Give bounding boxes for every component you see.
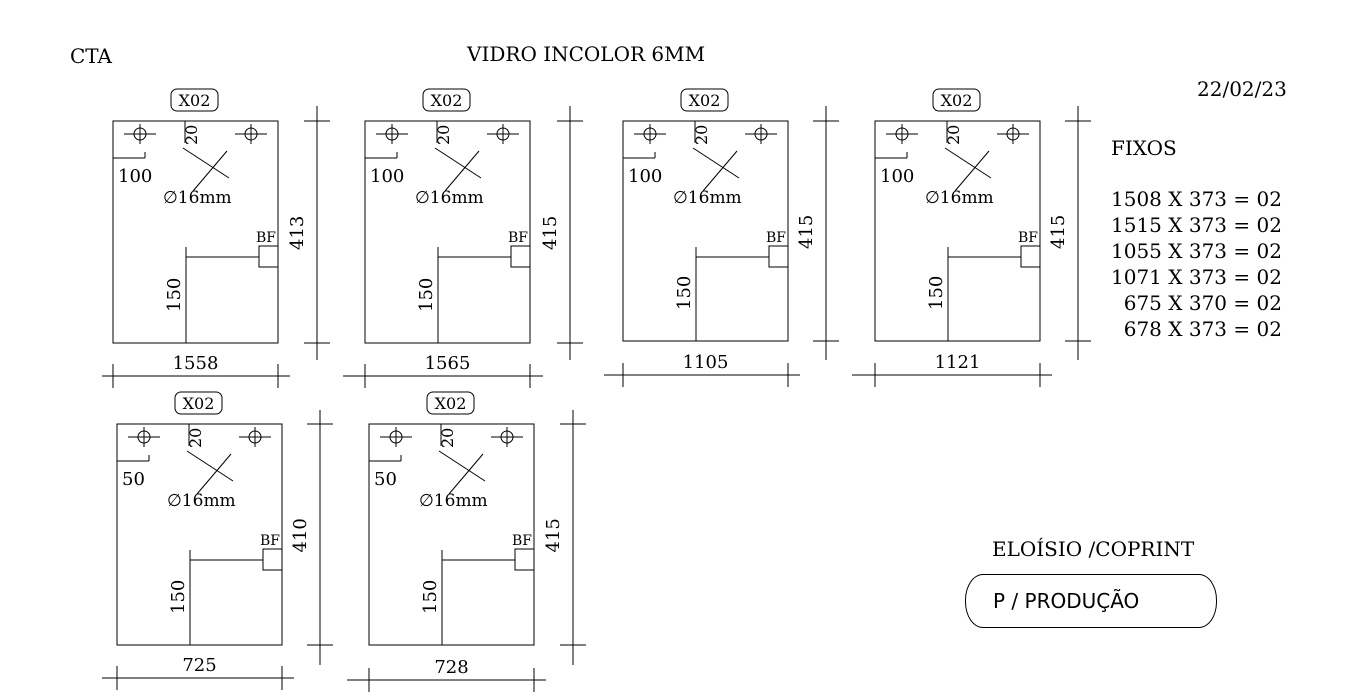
diameter-leader: [444, 150, 480, 192]
hole-offset-side-label: 100: [118, 166, 152, 187]
width-dimension-label: 1105: [683, 352, 729, 373]
qty-tag-label: X02: [183, 394, 215, 413]
hole-diameter-label: ∅16mm: [925, 188, 994, 208]
hole-offset-top-label: 20: [434, 125, 453, 145]
hole-diameter-label: ∅16mm: [419, 491, 488, 511]
hole-offset-top-label: 20: [692, 125, 711, 145]
hole-diameter-label: ∅16mm: [167, 491, 236, 511]
height-dimension-label: 415: [1048, 215, 1069, 249]
fixed-panel-item: 1508 X 373 = 02: [1111, 187, 1282, 211]
width-dimension-label: 1565: [425, 353, 471, 374]
hole-diameter-label: ∅16mm: [673, 188, 742, 208]
diameter-leader: [438, 450, 486, 482]
panel-outline: [368, 423, 535, 646]
lock-cutout: [510, 245, 531, 268]
fixed-panel-item: 1515 X 373 = 02: [1111, 213, 1282, 237]
lock-cutout: [258, 245, 279, 268]
diameter-leader: [182, 147, 230, 179]
hole-offset-top-label: 20: [182, 125, 201, 145]
hole-offset-top-label: 20: [186, 428, 205, 448]
qty-tag-box: [932, 88, 981, 112]
lock-label: BF: [260, 533, 280, 549]
fixed-panels-list: 1508 X 373 = 02 1515 X 373 = 02 1055 X 3…: [1111, 186, 1282, 342]
hole-offset-side-label: 50: [374, 469, 397, 490]
lock-offset-label: 150: [164, 278, 185, 312]
production-status-badge: P / PRODUÇÃO: [965, 574, 1217, 628]
diameter-leader: [434, 147, 482, 179]
fixed-panel-item: 1055 X 373 = 02: [1111, 239, 1282, 263]
lock-cutout: [768, 245, 789, 268]
panel-outline: [622, 120, 789, 342]
height-dimension-label: 410: [290, 518, 311, 552]
width-dimension-label: 725: [182, 655, 216, 676]
lock-cutout: [262, 548, 283, 571]
hole-offset-side-label: 100: [628, 166, 662, 187]
height-dimension-label: 415: [543, 518, 564, 552]
diameter-leader: [186, 450, 234, 482]
height-dimension-label: 413: [287, 216, 308, 250]
qty-tag-label: X02: [941, 91, 973, 110]
lock-label: BF: [256, 230, 276, 246]
fixed-panel-item: 675 X 370 = 02: [1123, 291, 1282, 315]
diameter-leader: [192, 150, 228, 192]
lock-label: BF: [508, 230, 528, 246]
qty-tag-label: X02: [179, 91, 211, 110]
qty-tag-label: X02: [431, 91, 463, 110]
diameter-leader: [954, 150, 990, 192]
lock-label: BF: [512, 533, 532, 549]
qty-tag-box: [426, 391, 475, 415]
diameter-leader: [448, 453, 484, 495]
lock-label: BF: [1018, 230, 1038, 246]
qty-tag-label: X02: [435, 394, 467, 413]
author-signature: ELOÍSIO /COPRINT: [992, 537, 1195, 561]
height-dimension-label: 415: [796, 215, 817, 249]
height-dimension-label: 415: [540, 216, 561, 250]
fixed-panels-title: FIXOS: [1111, 136, 1177, 160]
qty-tag-box: [170, 88, 219, 112]
lock-offset-label: 150: [416, 278, 437, 312]
qty-tag-box: [174, 391, 223, 415]
lock-offset-label: 150: [674, 276, 695, 310]
lock-offset-label: 150: [926, 276, 947, 310]
lock-cutout: [514, 548, 535, 571]
panel-outline: [112, 120, 279, 344]
panel-outline: [116, 423, 283, 646]
diameter-leader: [196, 453, 232, 495]
width-dimension-label: 728: [434, 657, 468, 678]
lock-cutout: [1020, 245, 1041, 268]
qty-tag-box: [680, 88, 729, 112]
lock-offset-label: 150: [420, 580, 441, 614]
fixed-panel-item: 1071 X 373 = 02: [1111, 265, 1282, 289]
hole-offset-side-label: 50: [122, 469, 145, 490]
qty-tag-label: X02: [689, 91, 721, 110]
panel-outline: [364, 120, 531, 344]
diameter-leader: [944, 147, 992, 179]
panel-outline: [874, 120, 1041, 342]
production-status-label: P / PRODUÇÃO: [993, 589, 1140, 613]
hole-offset-top-label: 20: [944, 125, 963, 145]
qty-tag-box: [422, 88, 471, 112]
hole-offset-side-label: 100: [370, 166, 404, 187]
diameter-leader: [692, 147, 740, 179]
diameter-leader: [702, 150, 738, 192]
width-dimension-label: 1121: [935, 352, 981, 373]
client-code: CTA: [70, 44, 112, 68]
hole-offset-top-label: 20: [438, 428, 457, 448]
fixed-panel-item: 678 X 373 = 02: [1123, 317, 1282, 341]
drawing-date: 22/02/23: [1197, 77, 1287, 101]
lock-offset-label: 150: [168, 580, 189, 614]
hole-diameter-label: ∅16mm: [163, 188, 232, 208]
material-title: VIDRO INCOLOR 6MM: [467, 42, 706, 66]
hole-diameter-label: ∅16mm: [415, 188, 484, 208]
hole-offset-side-label: 100: [880, 166, 914, 187]
lock-label: BF: [766, 230, 786, 246]
width-dimension-label: 1558: [173, 353, 219, 374]
